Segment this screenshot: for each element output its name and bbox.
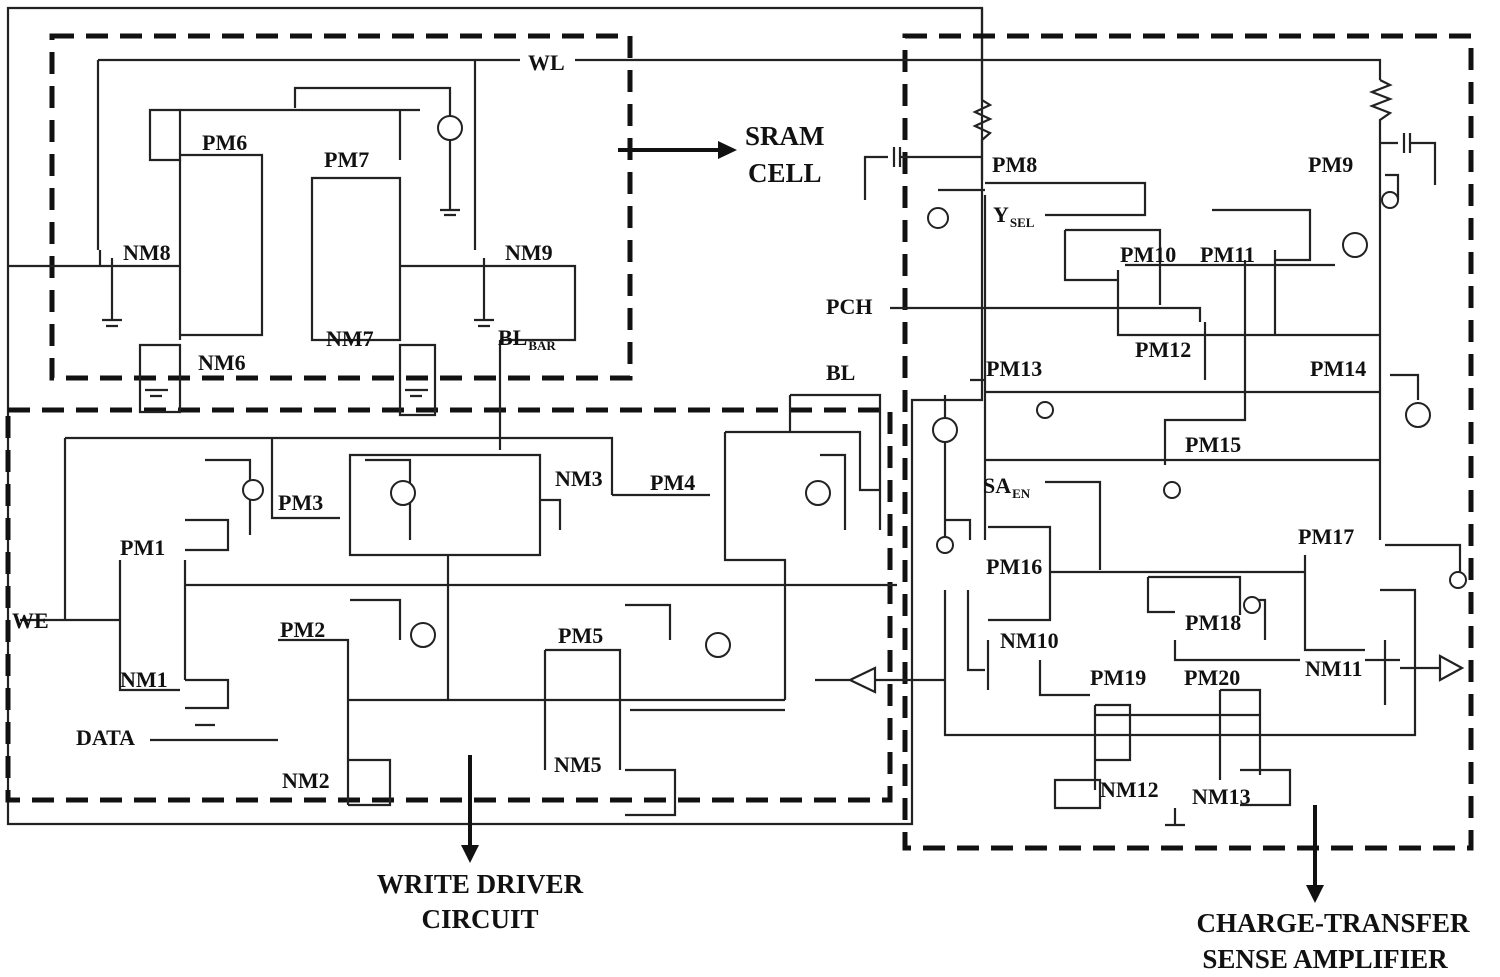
- sram-cell-boundary: [49, 33, 633, 381]
- pm10-label: PM10: [1120, 242, 1176, 267]
- we-label: WE: [12, 608, 49, 633]
- nm12-label: NM12: [1100, 777, 1159, 802]
- sense-amp-wiring: [815, 60, 1462, 827]
- nm2-label: NM2: [282, 768, 330, 793]
- nm9-label: NM9: [505, 240, 553, 265]
- ysel-label: YSEL: [993, 202, 1035, 230]
- pm11-label: PM11: [1200, 242, 1255, 267]
- pm20-label: PM20: [1184, 665, 1240, 690]
- pm1-label: PM1: [120, 535, 165, 560]
- sram-cell-wiring: [8, 58, 1382, 450]
- pm15-label: PM15: [1185, 432, 1241, 457]
- pm5-label: PM5: [558, 623, 603, 648]
- nm13-label: NM13: [1192, 784, 1251, 809]
- pm12-label: PM12: [1135, 337, 1191, 362]
- pm14-label: PM14: [1310, 356, 1366, 381]
- sram-cell-title-line2: CELL: [748, 158, 822, 188]
- write-driver-wiring: [20, 393, 897, 817]
- arrow-sram-cell: [618, 141, 737, 159]
- nm7-label: NM7: [326, 326, 374, 351]
- output-buffer-left: [847, 666, 877, 694]
- sense-amp-title-line2: SENSE AMPLIFIER: [1202, 944, 1448, 974]
- pch-label: PCH: [826, 294, 872, 319]
- pm17-label: PM17: [1298, 524, 1354, 549]
- pm3-label: PM3: [278, 490, 323, 515]
- pm9-label: PM9: [1308, 152, 1353, 177]
- nm11-label: NM11: [1305, 656, 1362, 681]
- pm19-label: PM19: [1090, 665, 1146, 690]
- pm13-label: PM13: [986, 356, 1042, 381]
- arrow-write-driver: [461, 755, 479, 863]
- nm1-label: NM1: [120, 667, 168, 692]
- nm3-label: NM3: [555, 466, 603, 491]
- write-driver-title-line2: CIRCUIT: [421, 904, 538, 934]
- write-driver-vsources: [242, 479, 831, 658]
- bl-label: BL: [826, 360, 855, 385]
- nm10-label: NM10: [1000, 628, 1059, 653]
- pm8-label: PM8: [992, 152, 1037, 177]
- sense-amp-boundary: [902, 33, 1474, 851]
- write-driver-boundary: [5, 407, 893, 803]
- pm7-label: PM7: [324, 147, 369, 172]
- write-driver-title-line1: WRITE DRIVER: [377, 869, 584, 899]
- pm16-label: PM16: [986, 554, 1042, 579]
- sram-cell-title-line1: SRAM: [745, 121, 825, 151]
- arrow-sense-amp: [1306, 805, 1324, 903]
- sense-amp-title-line1: CHARGE-TRANSFER: [1196, 908, 1470, 938]
- outer-box-left: [6, 6, 984, 826]
- output-buffer-right: [1438, 654, 1465, 682]
- wl-label: WL: [528, 50, 565, 75]
- sram-vsource: [437, 115, 463, 141]
- pm6-label: PM6: [202, 130, 247, 155]
- pm18-label: PM18: [1185, 610, 1241, 635]
- saen-label: SAEN: [983, 473, 1031, 501]
- nm8-label: NM8: [123, 240, 171, 265]
- sense-amp-vsources: [927, 191, 1467, 614]
- pm4-label: PM4: [650, 470, 695, 495]
- nm5-label: NM5: [554, 752, 602, 777]
- pm2-label: PM2: [280, 617, 325, 642]
- nm6-label: NM6: [198, 350, 246, 375]
- bl-bar-label: BLBAR: [498, 325, 556, 353]
- data-label: DATA: [76, 725, 135, 750]
